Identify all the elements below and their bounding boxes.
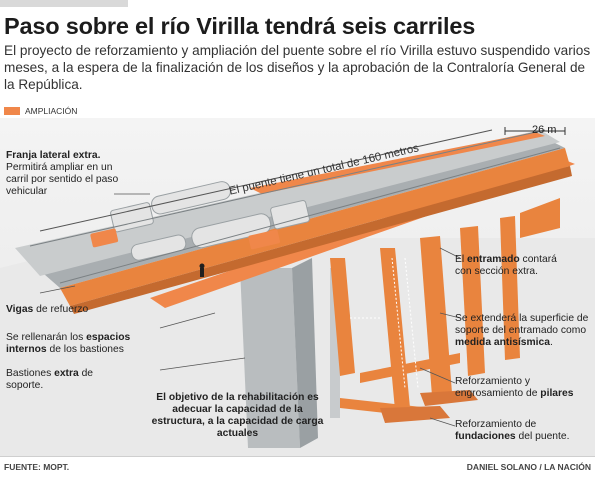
width-label: 26 m	[532, 124, 557, 136]
annotation-bastiones: Bastiones extra de soporte.	[6, 368, 116, 392]
width-dimension	[504, 127, 566, 135]
rellenar-pre: Se rellenarán los	[6, 332, 87, 343]
steel-frame-supports	[330, 198, 560, 418]
bastiones-bold: extra	[54, 368, 79, 379]
fundaciones-post: del puente.	[515, 431, 570, 442]
franja-title: Franja lateral extra.	[6, 150, 101, 161]
rellenar-post: de los bastiones	[46, 344, 124, 355]
bridge-illustration	[0, 118, 595, 456]
deck-surface	[15, 130, 560, 276]
railings	[29, 129, 561, 284]
annotation-superficie: Se extenderá la superficie de soporte de…	[455, 313, 590, 349]
length-dimension	[39, 129, 493, 232]
superficie-post: .	[550, 337, 553, 348]
fundaciones-bold: fundaciones	[455, 431, 516, 442]
footer-credit: DANIEL SOLANO / LA NACIÓN	[466, 462, 591, 472]
entramado-pre: El	[455, 254, 468, 265]
dotted-frame-lines	[350, 257, 419, 389]
page-title: Paso sobre el río Virilla tendrá seis ca…	[4, 13, 476, 39]
bastiones-pre: Bastiones	[6, 368, 55, 379]
footer-source: FUENTE: MOPT.	[4, 462, 70, 472]
page-subtitle: El proyecto de reforzamiento y ampliació…	[4, 43, 591, 92]
bastiones-post: de soporte.	[6, 368, 94, 391]
legend-swatch	[4, 107, 20, 115]
annotation-objetivo: El objetivo de la rehabilitación es adec…	[145, 392, 330, 440]
legend-label: AMPLIACIÓN	[25, 106, 78, 116]
top-accent-bar	[0, 0, 128, 7]
person-figure	[199, 263, 205, 277]
superficie-bold: medida antisísmica	[455, 337, 550, 348]
orange-trucks	[90, 228, 280, 250]
legend: AMPLIACIÓN	[4, 104, 77, 118]
superficie-pre: Se extenderá la superficie de soporte de…	[455, 313, 589, 336]
reinforcement-beams	[60, 148, 570, 306]
annotation-pilares: Reforzamiento y engrosamiento de pilares	[455, 376, 580, 400]
fundaciones-pre: Reforzamiento de	[455, 419, 537, 430]
vigas-rest: de refuerzo	[33, 304, 89, 315]
annotation-entramado: El entramado contará con sección extra.	[455, 254, 570, 278]
entramado-bold: entramado	[467, 254, 520, 265]
franja-body: Permitirá ampliar en un carril por senti…	[6, 162, 119, 197]
annotation-rellenar: Se rellenarán los espacios internos de l…	[6, 332, 166, 356]
pilares-pre: Reforzamiento y engrosamiento de	[455, 376, 541, 399]
bridge-piers	[240, 258, 340, 448]
footer-divider	[0, 456, 595, 457]
objetivo-text: El objetivo de la rehabilitación es adec…	[151, 392, 324, 439]
vigas-bold: Vigas	[6, 304, 34, 315]
annotation-franja: Franja lateral extra. Permitirá ampliar …	[6, 150, 126, 198]
leader-lines	[39, 193, 461, 427]
annotation-vigas: Vigas de refuerzo	[6, 304, 88, 316]
pilares-bold: pilares	[540, 388, 574, 399]
annotation-fundaciones: Reforzamiento de fundaciones del puente.	[455, 419, 593, 443]
entramado-post: contará con sección extra.	[455, 254, 557, 277]
rellenar-bold: espacios internos	[6, 332, 131, 355]
